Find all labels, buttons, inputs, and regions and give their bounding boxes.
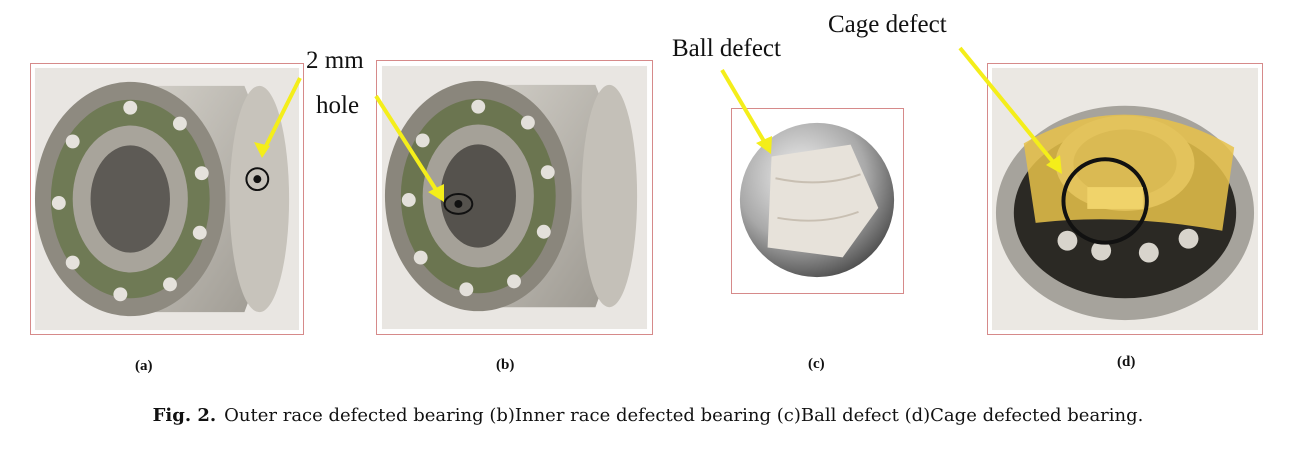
panel-label-a: (a) bbox=[135, 358, 153, 374]
annotation-cage-defect: Cage defect bbox=[828, 11, 947, 38]
inner-race-bearing-image bbox=[381, 65, 648, 330]
panel-b-frame bbox=[376, 60, 653, 335]
panel-d-frame bbox=[987, 63, 1263, 335]
figure-caption-text: Outer race defected bearing (b)Inner rac… bbox=[224, 405, 1144, 426]
panel-label-c: (c) bbox=[808, 356, 825, 372]
panel-c-frame bbox=[731, 108, 904, 294]
annotation-ball-defect: Ball defect bbox=[672, 35, 781, 62]
annotation-hole: hole bbox=[316, 92, 360, 119]
panel-label-d: (d) bbox=[1117, 354, 1136, 370]
outer-race-bearing-image bbox=[34, 67, 300, 331]
panel-label-b: (b) bbox=[496, 357, 515, 373]
ball-defect-image bbox=[734, 112, 901, 290]
cage-defect-bearing-image bbox=[991, 67, 1259, 331]
panel-a-frame bbox=[30, 63, 304, 335]
figure-number: Fig. 2. bbox=[152, 405, 217, 426]
annotation-2mm: 2 mm bbox=[306, 47, 364, 74]
figure-caption: Fig. 2. Outer race defected bearing (b)In… bbox=[0, 405, 1296, 426]
